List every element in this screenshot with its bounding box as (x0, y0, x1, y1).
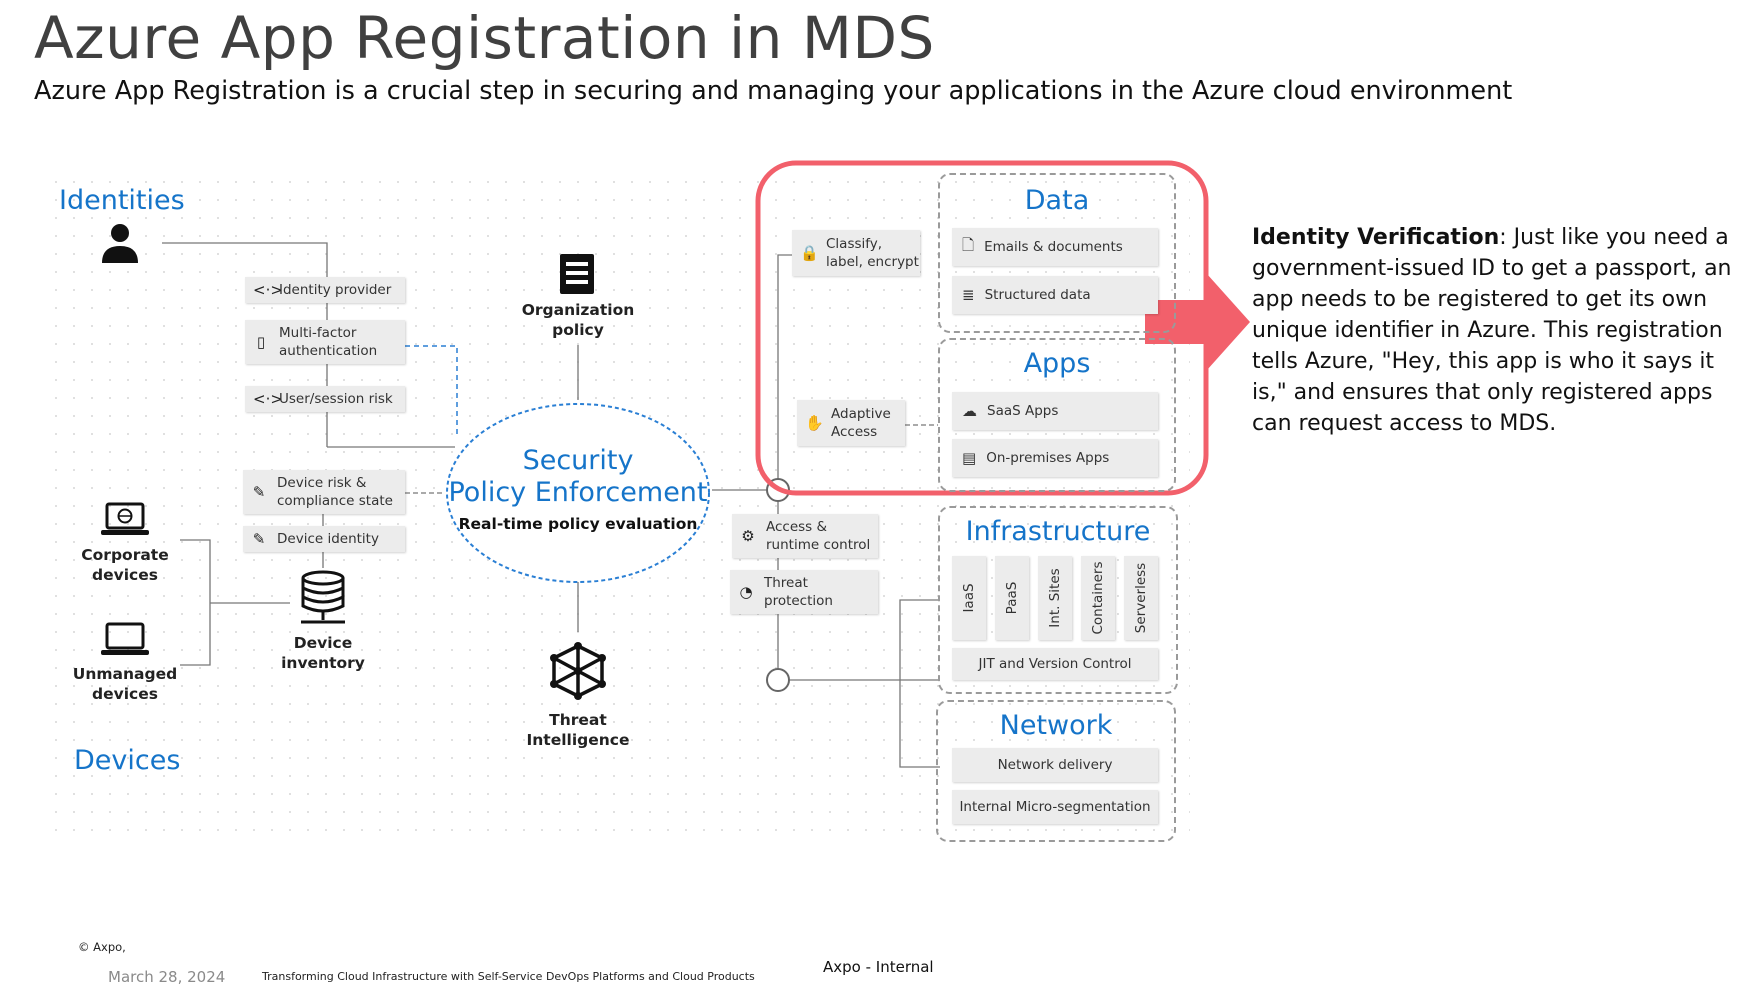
device-identity-pill: ✎ Device identity (243, 526, 405, 552)
identities-heading: Identities (59, 185, 185, 216)
device-risk-pill: ✎ Device risk & compliance state (243, 470, 405, 514)
page-subtitle: Azure App Registration is a crucial step… (34, 76, 1513, 106)
infrastructure-heading: Infrastructure (965, 516, 1151, 547)
emails-documents-item: 🗋 Emails & documents (952, 228, 1158, 266)
infra-tile-serverless: Serverless (1124, 556, 1158, 640)
on-premises-apps-item: ▤ On-premises Apps (952, 439, 1158, 477)
page-title: Azure App Registration in MDS (34, 4, 935, 72)
fingerprint-icon: ✋ (805, 414, 824, 432)
saas-apps-item: ☁ SaaS Apps (952, 392, 1158, 430)
description-body: : Just like you need a government-issued… (1252, 225, 1732, 436)
infra-tile-paas: PaaS (995, 556, 1029, 640)
structured-data-item: ≣ Structured data (952, 276, 1158, 314)
laptop-globe-icon (101, 502, 149, 535)
pencil-icon: ✎ (252, 530, 266, 548)
footer-presentation-title: Transforming Cloud Infrastructure with S… (262, 970, 755, 983)
laptop-icon (101, 622, 149, 655)
network-box (936, 700, 1176, 842)
policy-title-line1: Security (522, 445, 634, 476)
identity-provider-pill: <·> Identity provider (245, 277, 405, 303)
classify-label-encrypt-pill: 🔒 Classify, label, encrypt (792, 230, 920, 276)
infrastructure-box (938, 506, 1178, 694)
radar-icon: ◔ (739, 583, 753, 601)
document-outline-icon: 🗋 (962, 235, 975, 254)
description-bold-lead: Identity Verification (1252, 225, 1500, 250)
user-session-risk-pill: <·> User/session risk (245, 386, 405, 412)
apps-box (938, 338, 1176, 492)
policy-subtitle: Real-time policy evaluation (458, 515, 698, 533)
code-icon: <·> (253, 390, 283, 408)
database-small-icon: ≣ (962, 286, 975, 304)
footer-classification: Axpo - Internal (823, 958, 934, 976)
phone-icon: ▯ (256, 333, 266, 351)
organization-policy-label: Organization policy (521, 301, 635, 339)
devices-heading: Devices (74, 745, 181, 776)
database-icon (301, 570, 345, 624)
infra-tile-iaas: IaaS (952, 556, 986, 640)
apps-heading: Apps (1023, 348, 1091, 379)
data-box (938, 173, 1176, 333)
infra-tile-int-sites: Int. Sites (1038, 556, 1072, 640)
corporate-devices-label: Corporate devices (81, 546, 169, 584)
policy-title-line2: Policy Enforcement (448, 477, 708, 508)
network-heading: Network (999, 710, 1113, 741)
access-runtime-control-pill: ⚙ Access & runtime control (732, 514, 878, 558)
network-delivery-item: Network delivery (952, 748, 1158, 782)
jit-version-control-item: JIT and Version Control (952, 648, 1158, 680)
internal-micro-segmentation-item: Internal Micro-segmentation (952, 790, 1158, 824)
code-icon: <·> (253, 281, 283, 299)
infra-tile-containers: Containers (1081, 556, 1115, 640)
lock-icon: 🔒 (800, 244, 819, 262)
footer-date: March 28, 2024 (108, 968, 226, 986)
server-icon: ▤ (962, 449, 977, 467)
data-heading: Data (1024, 185, 1090, 216)
footer-copyright: © Axpo, (78, 940, 126, 954)
document-icon (560, 254, 594, 294)
access-control-icon: ⚙ (741, 527, 755, 545)
mfa-pill: ▯ Multi-factor authentication (245, 320, 405, 364)
threat-protection-pill: ◔ Threat protection (730, 570, 878, 614)
user-icon (102, 224, 138, 263)
cloud-upload-icon: ☁ (962, 402, 977, 420)
threat-intelligence-label: Threat Intelligence (526, 711, 630, 749)
pencil-icon: ✎ (252, 483, 266, 501)
device-inventory-label: Device inventory (281, 634, 365, 672)
adaptive-access-pill: ✋ Adaptive Access (797, 400, 905, 446)
network-cube-icon (550, 642, 606, 700)
unmanaged-devices-label: Unmanaged devices (72, 665, 178, 703)
identity-verification-description: Identity Verification: Just like you nee… (1252, 222, 1737, 439)
